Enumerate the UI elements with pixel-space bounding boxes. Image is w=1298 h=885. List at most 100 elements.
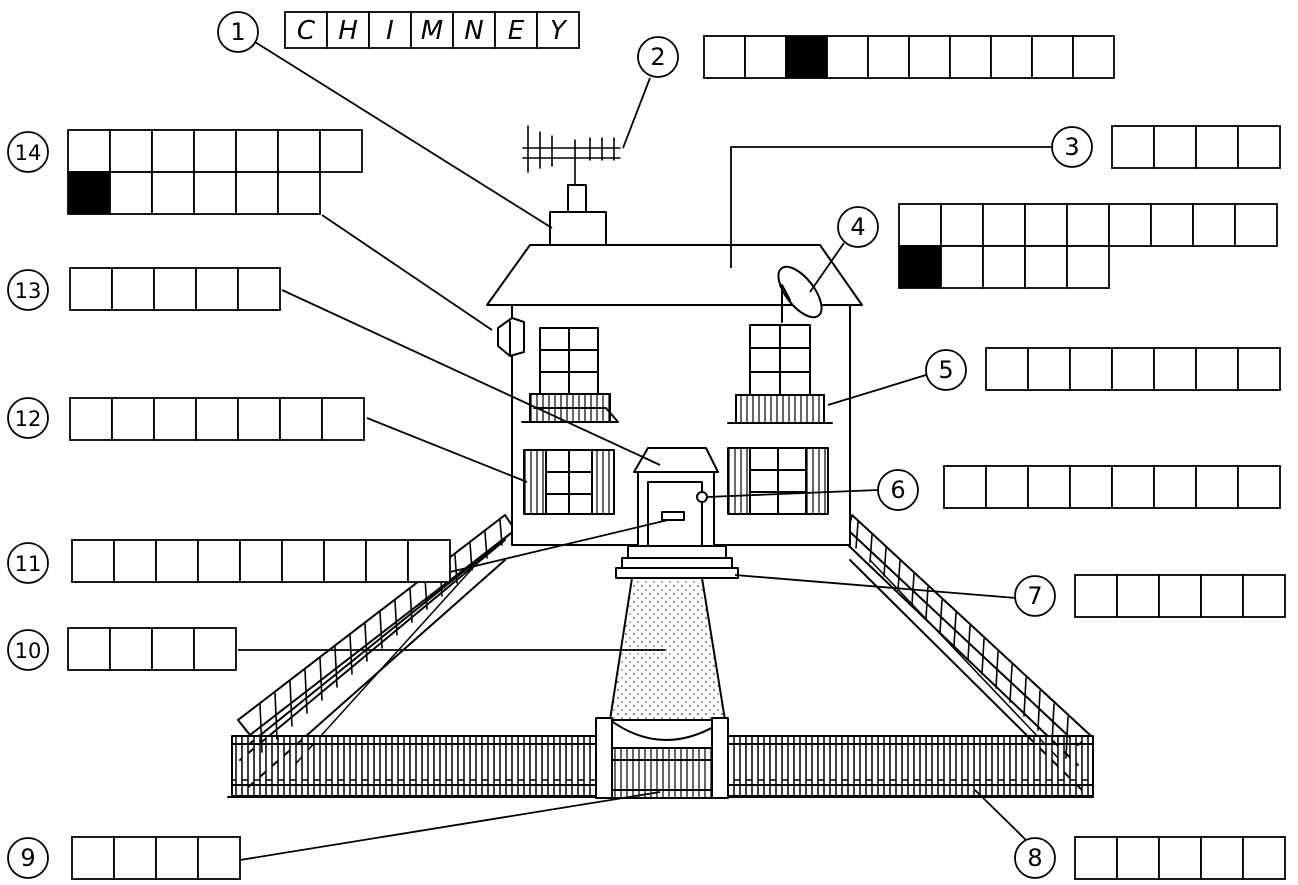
letter-box[interactable]: [68, 172, 110, 214]
letter-box[interactable]: [1067, 246, 1109, 288]
letter-box[interactable]: [194, 172, 236, 214]
letter-box[interactable]: [112, 398, 154, 440]
letter-box[interactable]: [196, 398, 238, 440]
letter-box[interactable]: [240, 540, 282, 582]
letter-box[interactable]: [1112, 348, 1154, 390]
letter-box[interactable]: [1112, 466, 1154, 508]
letter-box[interactable]: [322, 398, 364, 440]
letter-box[interactable]: [1238, 126, 1280, 168]
letter-box[interactable]: [1025, 204, 1067, 246]
letter-text: Y: [550, 16, 568, 46]
letter-box[interactable]: [152, 628, 194, 670]
chimney-stack: [550, 212, 606, 245]
label-13: 13: [8, 268, 280, 310]
letter-box[interactable]: [282, 540, 324, 582]
letter-box[interactable]: [1154, 348, 1196, 390]
letter-box[interactable]: [868, 36, 909, 78]
letter-box[interactable]: [1117, 837, 1159, 879]
letter-box[interactable]: [114, 540, 156, 582]
letter-box[interactable]: [154, 268, 196, 310]
letter-box[interactable]: [899, 246, 941, 288]
letter-box[interactable]: [1073, 36, 1114, 78]
letter-box[interactable]: [1193, 204, 1235, 246]
letter-box[interactable]: [1032, 36, 1073, 78]
letter-box[interactable]: [196, 268, 238, 310]
letter-box[interactable]: [1070, 348, 1112, 390]
letter-box[interactable]: [1028, 348, 1070, 390]
letter-box[interactable]: [278, 172, 320, 214]
letter-box[interactable]: [983, 246, 1025, 288]
letter-box[interactable]: [194, 628, 236, 670]
letter-box[interactable]: [366, 540, 408, 582]
letter-box[interactable]: [68, 130, 110, 172]
letter-box[interactable]: [986, 348, 1028, 390]
letter-box[interactable]: [1159, 837, 1201, 879]
letter-box[interactable]: [1028, 466, 1070, 508]
letter-box[interactable]: [408, 540, 450, 582]
letter-box[interactable]: [152, 130, 194, 172]
letter-box[interactable]: [152, 172, 194, 214]
letter-box[interactable]: [941, 204, 983, 246]
letter-box[interactable]: [1201, 837, 1243, 879]
letter-box[interactable]: [110, 130, 152, 172]
letter-box[interactable]: [1112, 126, 1154, 168]
letter-box[interactable]: [72, 540, 114, 582]
letter-box[interactable]: [198, 540, 240, 582]
letter-box[interactable]: [320, 130, 362, 172]
letter-box[interactable]: [1243, 575, 1285, 617]
letter-box[interactable]: [68, 628, 110, 670]
letter-box[interactable]: [827, 36, 868, 78]
letter-box[interactable]: [950, 36, 991, 78]
letter-box[interactable]: [110, 172, 152, 214]
letter-box[interactable]: [1025, 246, 1067, 288]
letter-box[interactable]: [899, 204, 941, 246]
letter-box[interactable]: [1109, 204, 1151, 246]
letter-box[interactable]: [1238, 348, 1280, 390]
letter-box[interactable]: [70, 398, 112, 440]
letter-box[interactable]: [114, 837, 156, 879]
letter-box[interactable]: [986, 466, 1028, 508]
letter-box[interactable]: [1154, 126, 1196, 168]
letter-box[interactable]: [704, 36, 745, 78]
letter-box[interactable]: [1151, 204, 1193, 246]
letter-box[interactable]: [1196, 466, 1238, 508]
letter-box[interactable]: [236, 172, 278, 214]
letter-box[interactable]: [238, 398, 280, 440]
letter-box[interactable]: [941, 246, 983, 288]
letter-box[interactable]: [1243, 837, 1285, 879]
letter-box[interactable]: [156, 837, 198, 879]
letter-box[interactable]: [909, 36, 950, 78]
tv-aerial: [523, 126, 620, 185]
letter-box[interactable]: [1235, 204, 1277, 246]
letter-box[interactable]: [991, 36, 1032, 78]
letter-box[interactable]: [194, 130, 236, 172]
letter-box[interactable]: [1075, 837, 1117, 879]
letter-box[interactable]: [1159, 575, 1201, 617]
letter-box[interactable]: [1154, 466, 1196, 508]
letter-box[interactable]: [983, 204, 1025, 246]
letter-box[interactable]: [324, 540, 366, 582]
letter-box[interactable]: [1117, 575, 1159, 617]
letter-box[interactable]: [1196, 126, 1238, 168]
letter-box[interactable]: [1196, 348, 1238, 390]
letter-box[interactable]: [238, 268, 280, 310]
letter-box[interactable]: [745, 36, 786, 78]
letter-box[interactable]: [70, 268, 112, 310]
letter-box[interactable]: [944, 466, 986, 508]
letter-box[interactable]: [72, 837, 114, 879]
letter-box[interactable]: [1067, 204, 1109, 246]
letter-box[interactable]: [236, 130, 278, 172]
letter-box[interactable]: [1238, 466, 1280, 508]
letter-box[interactable]: [110, 628, 152, 670]
letter-box[interactable]: [280, 398, 322, 440]
letter-box[interactable]: [112, 268, 154, 310]
letter-box[interactable]: [154, 398, 196, 440]
letter-box[interactable]: [1075, 575, 1117, 617]
letter-box[interactable]: [1201, 575, 1243, 617]
letter-box[interactable]: [198, 837, 240, 879]
letter-box[interactable]: [1070, 466, 1112, 508]
letter-box[interactable]: [278, 130, 320, 172]
letter-box[interactable]: [786, 36, 827, 78]
leader-line-9: [240, 792, 660, 860]
letter-box[interactable]: [156, 540, 198, 582]
